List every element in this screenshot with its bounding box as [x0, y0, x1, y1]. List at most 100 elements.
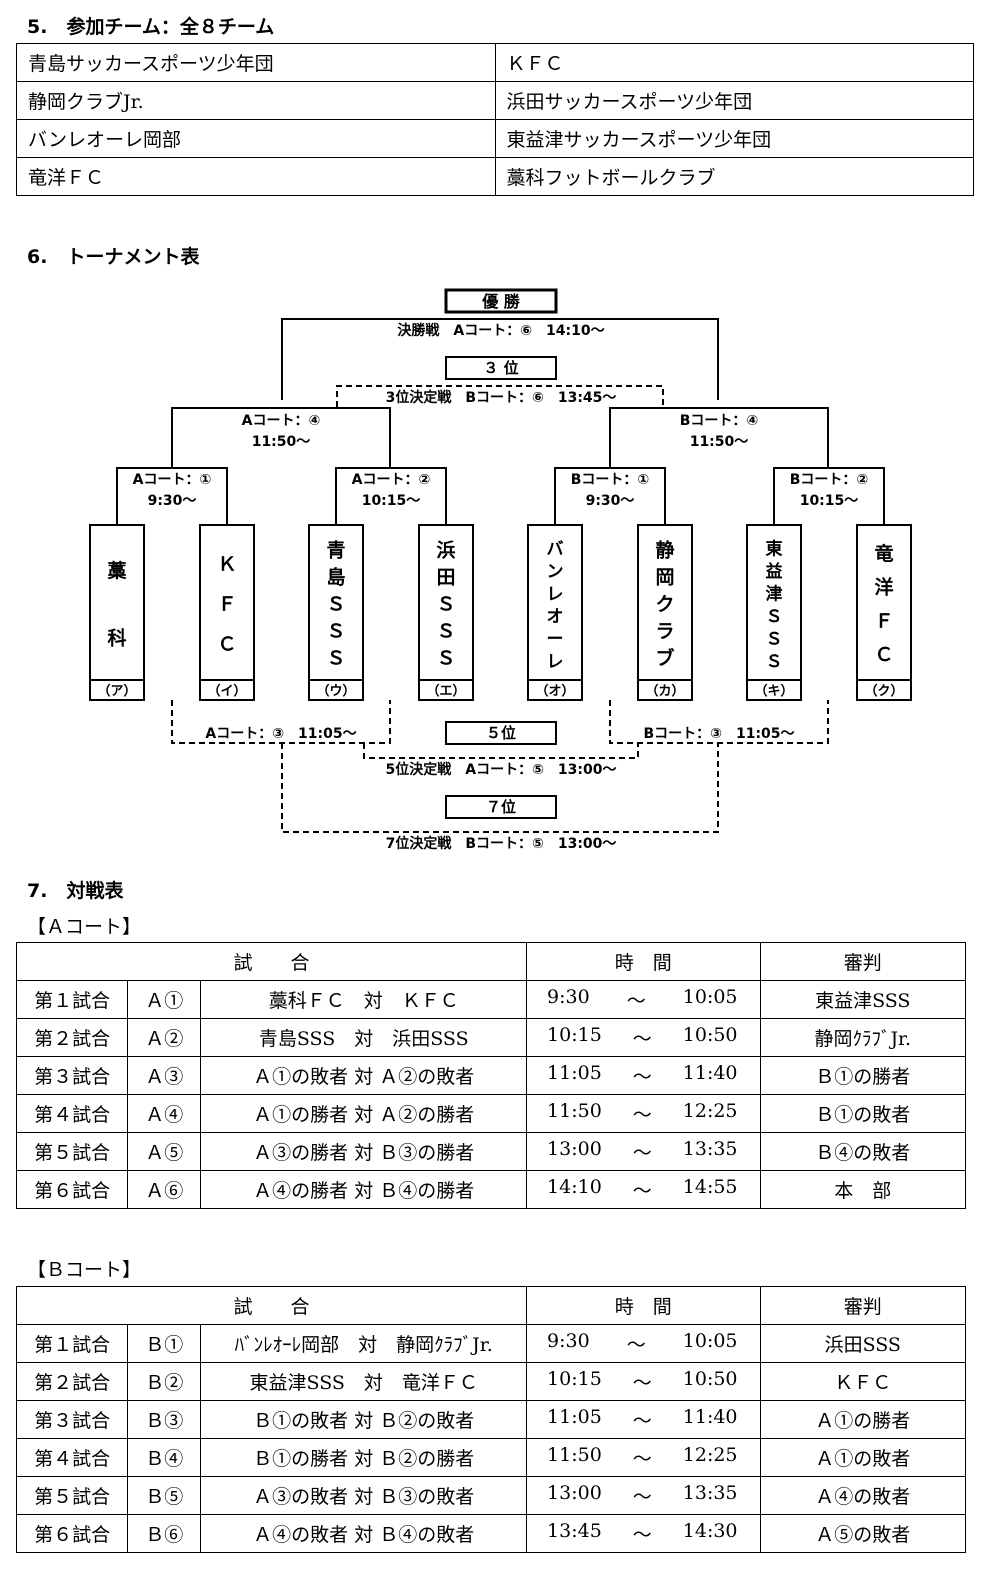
start-time: 9:30: [547, 986, 590, 1008]
fifth-label: ５位: [486, 724, 516, 742]
r1-a1-court: Aコート：①: [133, 472, 212, 488]
game-number: 第４試合: [15, 1438, 129, 1477]
game-number: 第３試合: [15, 1400, 129, 1439]
team-label-box: [527, 679, 583, 701]
match-time: 9:30～10:05: [526, 1324, 761, 1363]
team-label-box: [637, 679, 693, 701]
referee: Ｂ④の敗者: [759, 1132, 967, 1171]
bracket-heading: 6. トーナメント表: [27, 246, 200, 268]
seventh-match-line: [281, 743, 719, 833]
r1-a2-time: 10:15～: [362, 493, 421, 509]
team-cell: 青島サッカースポーツ少年団: [16, 43, 496, 82]
winner-label: 優 勝: [481, 292, 521, 311]
r1-b2-time: 10:15～: [800, 493, 859, 509]
time-separator: ～: [632, 1448, 652, 1470]
team-name: ＫＦＣ: [217, 554, 236, 656]
referee: Ａ④の敗者: [759, 1476, 967, 1515]
fifth-box: [445, 721, 557, 745]
game-number: 第３試合: [15, 1056, 129, 1095]
r1-a1-line: [116, 467, 228, 525]
time-separator: ～: [632, 1524, 652, 1546]
referee: ＫＦＣ: [759, 1362, 967, 1401]
time-separator: ～: [626, 990, 646, 1012]
end-time: 14:55: [682, 1176, 738, 1198]
game-number: 第２試合: [15, 1362, 129, 1401]
match-id: Ｂ③: [127, 1400, 202, 1439]
match-teams: Ｂ①の敗者 対 Ｂ②の敗者: [200, 1400, 528, 1439]
third-match-line: [336, 385, 664, 407]
team-cell: バンレオーレ岡部: [16, 119, 496, 158]
team-letter: （キ）: [754, 683, 793, 699]
referee: 浜田SSS: [759, 1324, 967, 1363]
game-number: 第６試合: [15, 1514, 129, 1553]
team-letter: （ウ）: [316, 683, 355, 699]
teams-table: 青島サッカースポーツ少年団 ＫＦＣ 静岡クラブJr. 浜田サッカースポーツ少年団…: [16, 43, 974, 196]
referee: 本 部: [759, 1170, 967, 1209]
match-teams: 藁科ＦＣ 対 ＫＦＣ: [200, 980, 528, 1019]
r1-b1-court: Bコート：①: [571, 472, 650, 488]
semi-a-line: [171, 407, 391, 468]
team-boxes: 藁科（ア）ＫＦＣ（イ）青島ＳＳＳ（ウ）浜田ＳＳＳ（エ）バンレオーレ（オ）静岡クラ…: [89, 524, 912, 701]
header-time: 時 間: [526, 1286, 761, 1325]
match-time: 9:30～10:05: [526, 980, 761, 1019]
match-time: 13:45～14:30: [526, 1514, 761, 1553]
team-label-box: [199, 679, 255, 701]
third-label: ３ 位: [483, 359, 518, 377]
start-time: 13:00: [547, 1138, 602, 1160]
team-cell: ＫＦＣ: [494, 43, 974, 82]
match-time: 11:05～11:40: [526, 1056, 761, 1095]
referee: Ａ①の勝者: [759, 1400, 967, 1439]
team-cell: 浜田サッカースポーツ少年団: [494, 81, 974, 120]
match-id: Ａ⑤: [127, 1132, 202, 1171]
end-time: 11:40: [682, 1062, 738, 1084]
r1-a1-time: 9:30～: [148, 493, 197, 509]
court-a-label: 【Ａコート】: [27, 916, 142, 938]
match-time: 13:00～13:35: [526, 1132, 761, 1171]
team-label-box: [308, 679, 364, 701]
time-separator: ～: [632, 1066, 652, 1088]
match-teams: Ａ①の勝者 対 Ａ②の勝者: [200, 1094, 528, 1133]
referee: Ａ⑤の敗者: [759, 1514, 967, 1553]
referee: 東益津SSS: [759, 980, 967, 1019]
team-label-box: [418, 679, 474, 701]
end-time: 12:25: [682, 1100, 738, 1122]
match-teams: Ｂ①の勝者 対 Ｂ②の勝者: [200, 1438, 528, 1477]
team-letter: （ク）: [864, 683, 903, 699]
match-time: 14:10～14:55: [526, 1170, 761, 1209]
cons-b-label: Bコート：③ 11:05～: [643, 726, 794, 742]
header-match: 試 合: [15, 1286, 528, 1325]
game-number: 第４試合: [15, 1094, 129, 1133]
table-row: 竜洋ＦＣ 藁科フットボールクラブ: [16, 157, 974, 196]
match-teams: ﾊﾞﾝﾚｵｰﾚ岡部 対 静岡ｸﾗﾌﾞJr.: [200, 1324, 528, 1363]
final-label: 決勝戦 Aコート：⑥ 14:10～: [397, 322, 604, 339]
time-separator: ～: [626, 1334, 646, 1356]
start-time: 11:50: [547, 1444, 602, 1466]
semi-b-line: [609, 407, 829, 468]
team-letter: （オ）: [535, 683, 574, 699]
game-number: 第２試合: [15, 1018, 129, 1057]
start-time: 9:30: [547, 1330, 590, 1352]
game-number: 第１試合: [15, 980, 129, 1019]
match-id: Ａ②: [127, 1018, 202, 1057]
match-id: Ｂ⑤: [127, 1476, 202, 1515]
semi-a-time: 11:50～: [252, 434, 311, 450]
referee: Ｂ①の勝者: [759, 1056, 967, 1095]
start-time: 10:15: [547, 1368, 602, 1390]
match-teams: Ａ①の敗者 対 Ａ②の敗者: [200, 1056, 528, 1095]
match-id: Ｂ①: [127, 1324, 202, 1363]
match-teams: 青島SSS 対 浜田SSS: [200, 1018, 528, 1057]
time-separator: ～: [632, 1142, 652, 1164]
semi-b-time: 11:50～: [690, 434, 749, 450]
r1-b1-time: 9:30～: [586, 493, 635, 509]
end-time: 10:50: [682, 1368, 738, 1390]
header-match: 試 合: [15, 942, 528, 981]
team-letter: （エ）: [426, 683, 465, 699]
start-time: 13:00: [547, 1482, 602, 1504]
referee: Ａ①の敗者: [759, 1438, 967, 1477]
